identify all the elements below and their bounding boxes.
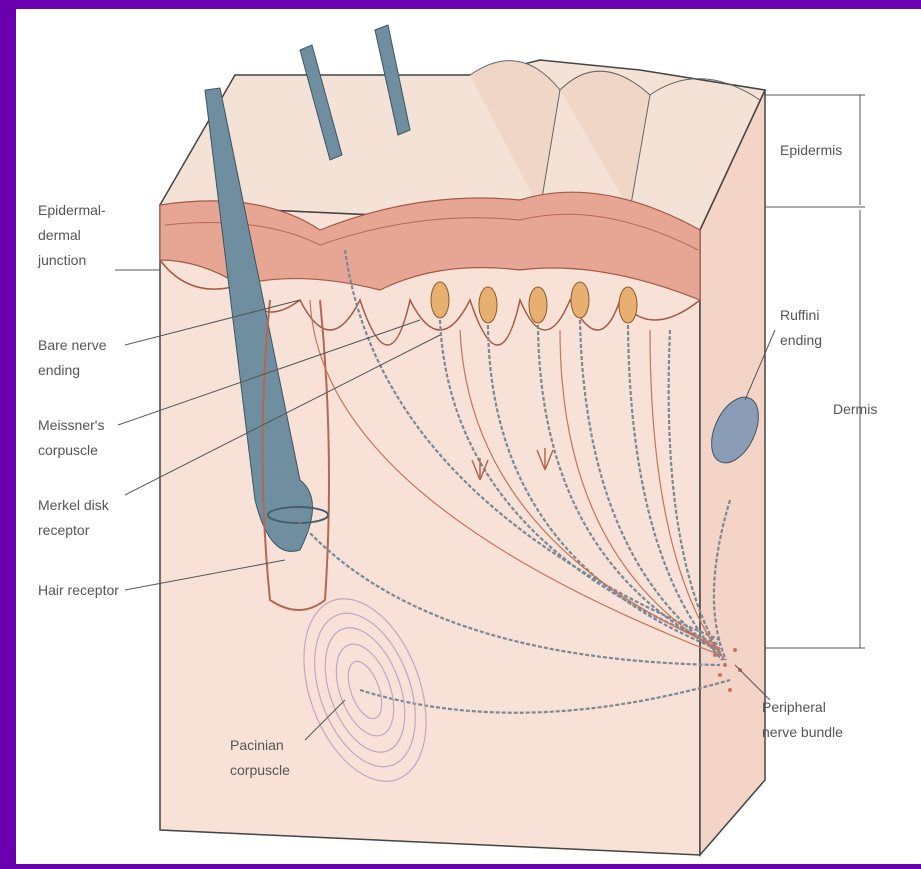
label-dermis: Dermis — [833, 401, 877, 417]
meissner-corpuscle-2 — [479, 287, 497, 323]
meissner-corpuscle-3 — [529, 287, 547, 323]
label-merkel-disk-receptor: Merkel disk receptor — [38, 497, 113, 538]
label-epidermis: Epidermis — [780, 142, 842, 158]
top-border — [0, 0, 921, 9]
label-ruffini-ending: Ruffini ending — [780, 307, 823, 348]
diagram-frame: Epidermal- dermal junction Bare nerve en… — [16, 9, 921, 864]
label-epidermal-dermal-junction: Epidermal- dermal junction — [37, 202, 110, 268]
label-hair-receptor: Hair receptor — [38, 582, 119, 598]
meissner-corpuscle-4 — [571, 282, 589, 318]
meissner-corpuscle-1 — [431, 282, 449, 318]
left-border — [0, 0, 16, 864]
skin-receptors-diagram: Epidermal- dermal junction Bare nerve en… — [16, 9, 921, 864]
label-bare-nerve-ending: Bare nerve ending — [38, 337, 110, 378]
label-meissners-corpuscle: Meissner's corpuscle — [38, 417, 108, 458]
meissner-corpuscle-5 — [619, 287, 637, 323]
label-peripheral-nerve-bundle: Peripheral nerve bundle — [762, 699, 843, 740]
